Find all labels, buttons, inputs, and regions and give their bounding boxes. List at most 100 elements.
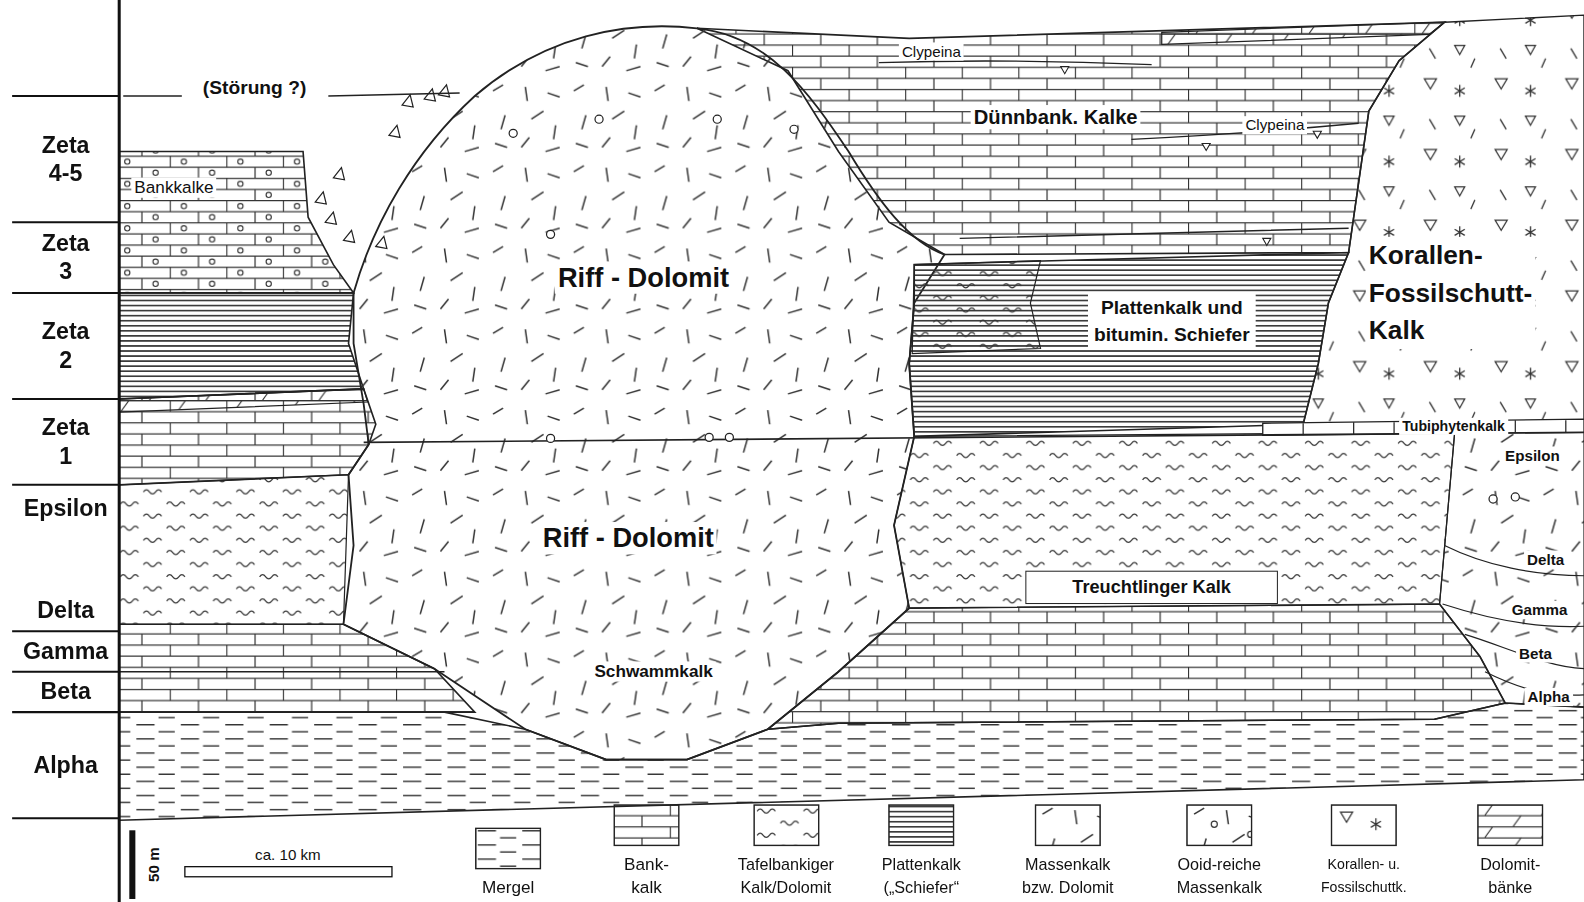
unit-label: Korallen- Fossilschutt- Kalk <box>1366 237 1535 349</box>
ooid-bank-layer <box>119 152 353 293</box>
node-text: Zeta 2 <box>42 318 90 374</box>
legend-text: Massenkalk bzw. Dolomit <box>1011 853 1124 899</box>
ooid-group <box>509 115 1519 503</box>
legend-item: Dolomit- bänke <box>1474 804 1547 899</box>
swatch-rect <box>1478 805 1543 845</box>
node-text: Gamma <box>23 638 108 666</box>
breccia-triangle <box>315 85 449 249</box>
unit-label: Bankkalke <box>131 178 216 199</box>
legend-item: Plattenkalk („Schiefer“ <box>866 804 977 899</box>
fault-line <box>123 93 459 96</box>
stage-cell: Zeta 1 <box>12 399 119 485</box>
ooid-dot <box>547 230 555 238</box>
reef-body <box>343 26 944 759</box>
coral-triangle <box>1061 67 1322 246</box>
bed-boundary <box>119 671 444 672</box>
fossil-label: Clypeina <box>899 42 964 60</box>
swatch-rect <box>1187 805 1252 845</box>
stage-cell: EpsilonDelta <box>12 485 119 631</box>
dolomite-bank <box>119 389 368 412</box>
legend-text: Mergel <box>468 876 549 899</box>
legend-item: Tafelbankiger Kalk/Dolomit <box>723 804 849 899</box>
scale-label: ca. 10 km <box>252 845 324 863</box>
fault-label: (Störung ?) <box>200 76 309 99</box>
ooid-dot <box>547 434 555 442</box>
bank-layer <box>119 389 376 485</box>
node-text: Zeta 4-5 <box>42 131 90 187</box>
legend-item: Bank- kalk <box>613 804 680 899</box>
bed-boundary <box>1443 545 1584 695</box>
stage-label: Delta <box>1524 551 1567 569</box>
node-text: Zeta 1 <box>42 414 90 470</box>
ooid-dot <box>705 433 713 441</box>
vertical-scale-bar <box>129 830 135 899</box>
swatch-rect <box>754 805 819 845</box>
legend-text: Korallen- u. Fossilschuttk. <box>1308 853 1419 899</box>
stage-cell: Zeta 4-5 <box>12 96 119 222</box>
stage-cell: Beta <box>12 672 119 712</box>
ooid-dot <box>595 115 603 123</box>
stage-label: Gamma <box>1509 601 1571 619</box>
wavy-layer <box>912 261 1040 354</box>
legend-item: Mergel <box>468 827 549 899</box>
swatch-rect <box>614 805 679 845</box>
legend-text: Tafelbankiger Kalk/Dolomit <box>723 853 849 899</box>
legend-swatch <box>613 804 680 846</box>
stage-cell: Alpha <box>12 712 119 818</box>
fossil-label: Clypeina <box>1242 116 1307 134</box>
legend-swatch <box>888 804 955 846</box>
legend-swatch <box>753 804 820 846</box>
ooid-dot <box>725 433 733 441</box>
node-text: Epsilon <box>24 495 108 523</box>
legend-item: Korallen- u. Fossilschuttk. <box>1308 804 1419 899</box>
legend-item: Ooid-reiche Massenkalk <box>1163 804 1276 899</box>
coral-layer <box>1303 15 1584 429</box>
platy-layer <box>909 253 1348 437</box>
swatch-rect <box>476 828 541 868</box>
column-axis <box>118 0 121 902</box>
legend-swatch <box>1477 804 1544 846</box>
legend-text: Bank- kalk <box>618 853 675 899</box>
stage-label: Epsilon <box>1502 446 1563 464</box>
zeta-boundary <box>364 432 1584 442</box>
massive-layer <box>1440 429 1584 707</box>
column-divider <box>12 96 119 818</box>
wavy-layer <box>894 432 1455 608</box>
unit-label: Riff - Dolomit <box>555 261 732 294</box>
scale-label: 50 m <box>144 844 162 885</box>
node-text: Beta <box>40 678 90 706</box>
ooid-dot <box>509 129 517 137</box>
stage-cell: Gamma <box>12 631 119 671</box>
legend-swatch <box>1330 804 1397 846</box>
legend-text: Plattenkalk („Schiefer“ <box>866 853 977 899</box>
horizontal-scale-bar <box>185 867 392 877</box>
swatch-rect <box>889 805 954 845</box>
wavy-layer <box>119 475 348 624</box>
node-text: Zeta 3 <box>42 230 90 286</box>
swatch-rect <box>1331 805 1396 845</box>
dolomite-bank <box>1162 22 1445 44</box>
ooid-dot <box>713 115 721 123</box>
stage-label: Beta <box>1516 644 1555 662</box>
stage-cell: Zeta 2 <box>12 293 119 399</box>
legend-swatch <box>1034 804 1101 846</box>
legend-item: Massenkalk bzw. Dolomit <box>1011 804 1124 899</box>
clypeina-bed <box>879 61 1359 238</box>
stage-label: Alpha <box>1525 688 1573 706</box>
legend-swatch <box>1186 804 1253 846</box>
unit-label: Dünnbank. Kalke <box>971 105 1141 129</box>
node-text: Delta <box>37 597 94 625</box>
unit-label: Riff - Dolomit <box>540 522 717 555</box>
legend-text: Ooid-reiche Massenkalk <box>1163 853 1276 899</box>
unit-label: Tubiphytenkalk <box>1399 418 1508 435</box>
node-text: Treuchtlinger Kalk <box>1072 576 1231 598</box>
swatch-rect <box>1035 805 1100 845</box>
unit-box: Treuchtlinger Kalk <box>1025 571 1278 604</box>
unit-label: Schwammkalk <box>591 661 715 682</box>
ooid-dot <box>790 125 798 133</box>
